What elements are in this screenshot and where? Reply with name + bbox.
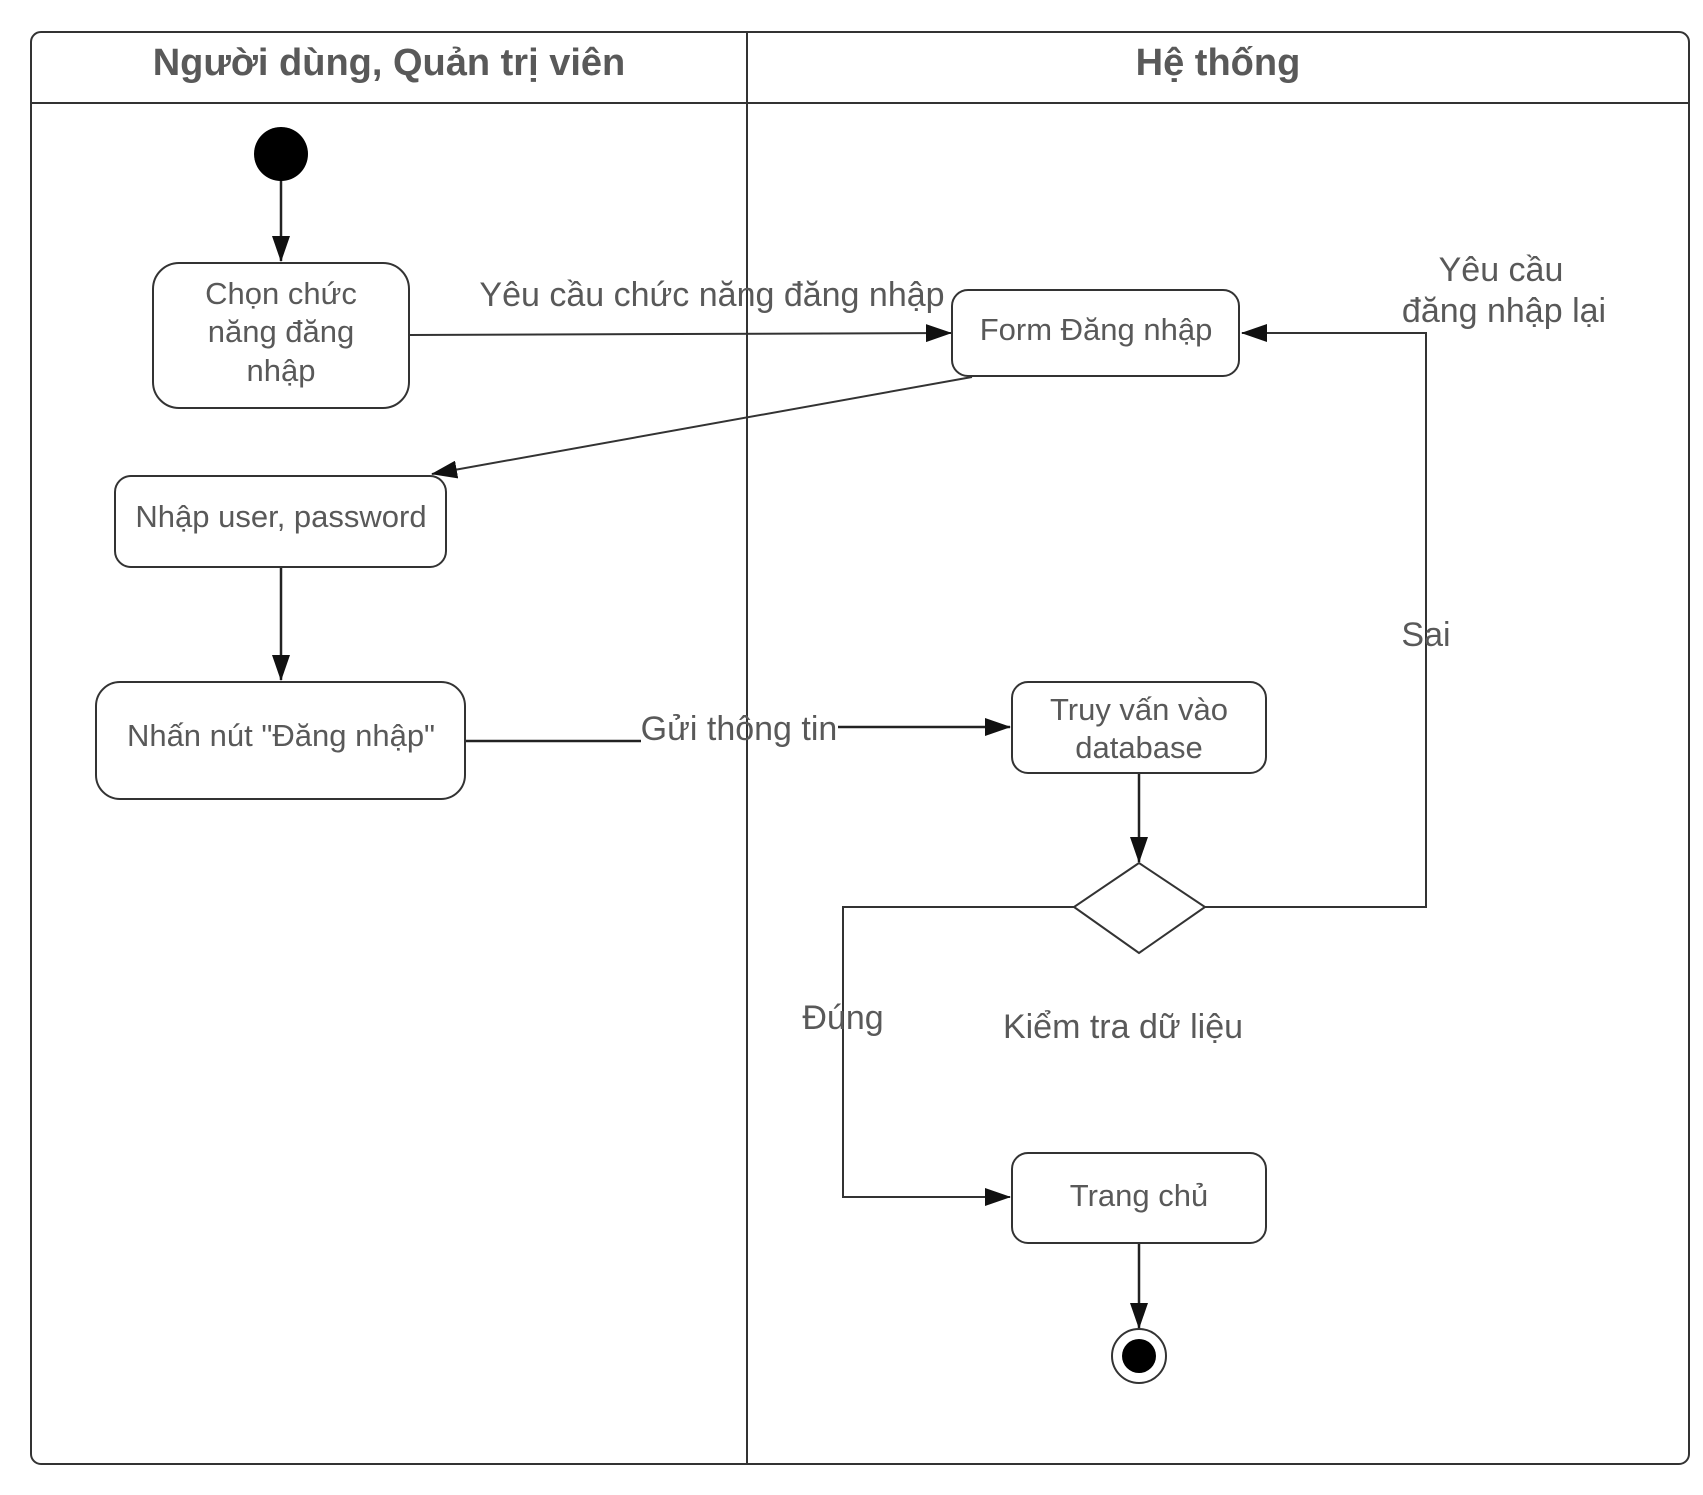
node-click-login-label: Nhấn nút "Đăng nhập"	[127, 718, 435, 753]
edge-label-request-login: Yêu cầu chức năng đăng nhập	[479, 276, 944, 314]
decision-label: Kiểm tra dữ liệu	[1003, 1008, 1243, 1046]
lane-title-system: Hệ thống	[1136, 42, 1301, 84]
edge-label-send-info: Gửi thông tin	[641, 710, 838, 748]
edge-form-to-enter	[431, 376, 973, 479]
start-node-icon	[254, 127, 308, 181]
lane-title-user: Người dùng, Quản trị viên	[153, 42, 626, 84]
node-query-db-line1: Truy vấn vào	[1050, 692, 1228, 727]
node-choose-login-line2: năng đăng	[208, 314, 355, 349]
edge-decision-correct	[842, 906, 1076, 1206]
node-query-db[interactable]: Truy vấn vào database	[1011, 681, 1267, 774]
node-login-form-label: Form Đăng nhập	[980, 312, 1213, 347]
edge-decision-wrong	[1204, 324, 1427, 908]
node-login-form[interactable]: Form Đăng nhập	[951, 289, 1240, 377]
node-choose-login[interactable]: Chọn chức năng đăng nhập	[152, 262, 410, 409]
edge-choose-to-form	[409, 324, 952, 343]
node-query-db-line2: database	[1075, 730, 1203, 765]
node-choose-login-line3: nhập	[247, 353, 316, 388]
edge-label-retry-line1: Yêu cầu	[1439, 251, 1564, 289]
node-enter-credentials[interactable]: Nhập user, password	[114, 475, 447, 568]
node-homepage-label: Trang chủ	[1070, 1178, 1208, 1213]
node-homepage[interactable]: Trang chủ	[1011, 1152, 1267, 1244]
decision-diamond[interactable]	[1072, 861, 1207, 955]
node-choose-login-line1: Chọn chức	[205, 276, 357, 311]
swimlane-frame	[30, 31, 1690, 1465]
node-enter-credentials-label: Nhập user, password	[135, 499, 426, 534]
edge-label-correct: Đúng	[802, 999, 883, 1037]
end-node-icon	[1111, 1328, 1167, 1384]
edge-label-retry-line2: đăng nhập lại	[1402, 292, 1606, 330]
node-click-login[interactable]: Nhấn nút "Đăng nhập"	[95, 681, 466, 800]
edge-label-wrong: Sai	[1401, 616, 1450, 654]
